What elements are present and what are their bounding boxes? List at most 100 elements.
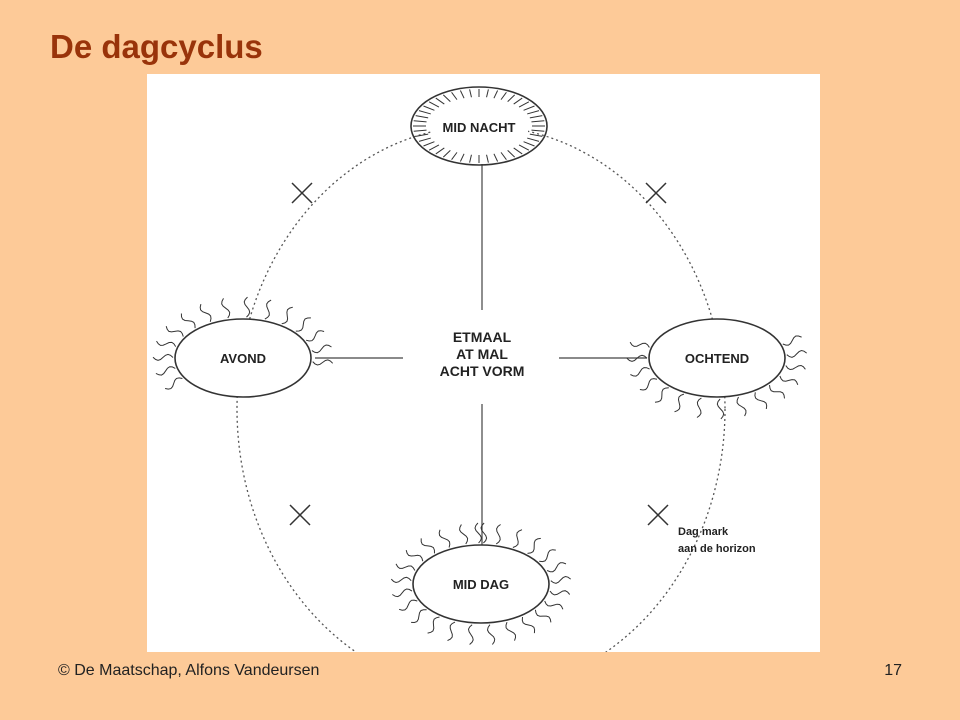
squiggle-ray <box>486 624 496 645</box>
squiggle-ray <box>630 367 650 377</box>
midnight-ray <box>459 153 465 162</box>
cross-marker-bottom-right <box>647 504 669 526</box>
midnight-ray <box>423 141 435 147</box>
midnight-ray <box>486 89 489 98</box>
midnight-ray <box>451 92 458 100</box>
squiggle-ray <box>392 588 413 598</box>
midnight-ray <box>442 94 451 102</box>
evening-node <box>174 318 312 398</box>
squiggle-ray <box>155 366 176 376</box>
midnight-ray <box>500 152 507 160</box>
day-cycle-diagram: MID NACHT AVOND OCHTEND MID DAG ETMAAL A… <box>147 74 820 652</box>
squiggle-ray <box>180 313 196 329</box>
midday-squiggles <box>390 522 571 645</box>
cross-marker-bottom-left <box>289 504 311 526</box>
squiggle-ray <box>782 335 802 346</box>
squiggle-ray <box>550 575 571 584</box>
midnight-ray <box>418 137 431 142</box>
midnight-ray <box>413 120 427 123</box>
midnight-ray <box>435 97 445 105</box>
squiggle-ray <box>716 398 725 420</box>
squiggle-ray <box>521 616 536 634</box>
morning-squiggles <box>626 335 807 420</box>
squiggle-ray <box>736 396 747 417</box>
midnight-ray <box>523 105 535 111</box>
squiggle-ray <box>199 303 212 322</box>
midnight-ray <box>500 92 507 100</box>
midnight-ray <box>486 154 489 163</box>
midnight-ray <box>529 115 543 119</box>
page-number: 17 <box>884 662 902 679</box>
midnight-label: MID NACHT <box>443 120 516 135</box>
squiggle-ray <box>467 624 474 645</box>
squiggle-ray <box>639 378 658 391</box>
midnight-ray <box>493 90 499 99</box>
cross-marker-top-left <box>291 182 313 204</box>
cycle-orbit <box>236 125 726 652</box>
midnight-ray <box>527 110 540 115</box>
midnight-ray <box>435 147 445 155</box>
squiggle-ray <box>654 387 669 403</box>
squiggle-ray <box>156 340 177 347</box>
midnight-ray <box>415 133 429 137</box>
squiggle-ray <box>411 609 427 624</box>
horizon-note-line-1: Dag mark <box>678 526 729 538</box>
squiggle-ray <box>512 529 523 548</box>
squiggle-ray <box>165 377 183 390</box>
midnight-node <box>410 86 548 166</box>
midnight-ray <box>469 89 472 98</box>
midnight-ray <box>459 90 465 99</box>
midnight-ray <box>413 129 427 132</box>
evening-label: AVOND <box>220 351 266 366</box>
midday-node <box>412 544 550 624</box>
squiggle-ray <box>480 522 488 544</box>
squiggle-ray <box>527 537 541 554</box>
midnight-ray <box>507 150 516 158</box>
midnight-ray <box>418 110 431 115</box>
squiggle-ray <box>546 562 567 573</box>
squiggle-ray <box>420 538 435 554</box>
squiggle-ray <box>696 397 702 418</box>
midnight-ray <box>428 144 440 151</box>
squiggle-ray <box>495 524 501 545</box>
midnight-ray <box>527 137 540 142</box>
squiggle-ray <box>398 599 418 611</box>
center-line-3: ACHT VORM <box>440 363 525 379</box>
squiggle-ray <box>281 306 293 325</box>
evening-squiggles <box>152 296 334 390</box>
midnight-ray <box>518 101 530 108</box>
squiggle-ray <box>779 375 799 385</box>
center-line-2: AT MAL <box>456 346 508 362</box>
squiggle-ray <box>165 326 184 337</box>
horizon-note-line-2: aan de horizon <box>678 543 756 555</box>
squiggle-ray <box>312 359 334 366</box>
squiggle-ray <box>405 549 424 562</box>
squiggle-ray <box>438 529 451 548</box>
midnight-ray <box>518 144 530 151</box>
squiggle-ray <box>786 349 807 358</box>
midnight-ray <box>523 141 535 147</box>
midnight-ray <box>415 115 429 119</box>
squiggle-ray <box>447 621 456 642</box>
center-line-1: ETMAAL <box>453 329 512 345</box>
midnight-ray <box>493 153 499 162</box>
squiggle-ray <box>674 393 685 413</box>
squiggle-ray <box>539 549 556 563</box>
cross-marker-top-right <box>645 182 667 204</box>
midnight-ray <box>469 154 472 163</box>
midnight-ray <box>442 150 451 158</box>
squiggle-ray <box>390 576 412 584</box>
squiggle-ray <box>769 385 785 399</box>
squiggle-ray <box>243 296 251 318</box>
midnight-ray <box>529 133 543 137</box>
midnight-ray <box>513 147 523 155</box>
squiggle-ray <box>459 524 469 545</box>
midnight-label-bg <box>432 119 528 136</box>
midnight-inner-rays <box>413 89 545 163</box>
midnight-ray <box>423 105 435 111</box>
midnight-ray <box>531 120 545 123</box>
squiggle-ray <box>626 354 648 362</box>
squiggle-ray <box>221 298 231 319</box>
morning-label: OCHTEND <box>685 351 749 366</box>
midnight-ray <box>451 152 458 160</box>
